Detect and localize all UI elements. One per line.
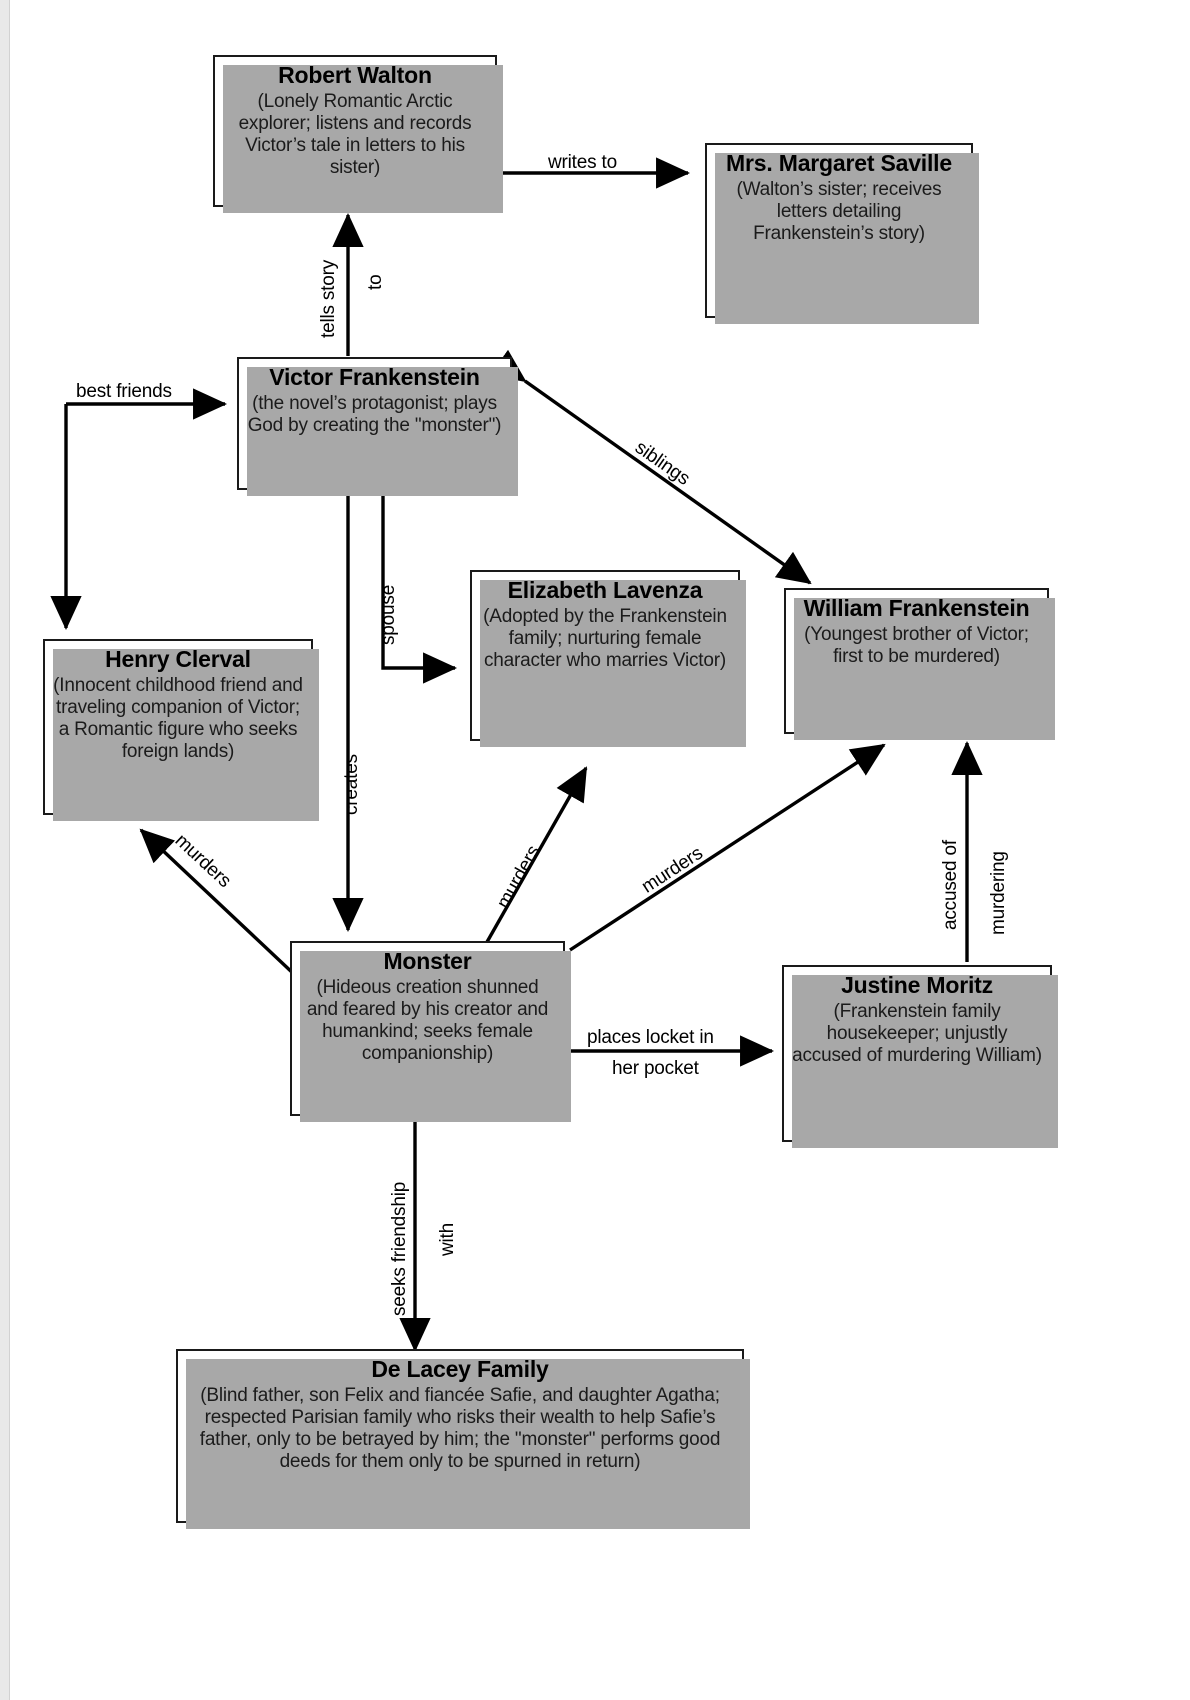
node-justine-moritz[interactable]: Justine Moritz (Frankenstein family hous… (782, 965, 1058, 1148)
node-monster[interactable]: Monster (Hideous creation shunned and fe… (290, 941, 571, 1122)
edge-monster-murders-william (569, 743, 886, 952)
node-description: (Frankenstein family housekeeper; unjust… (792, 1000, 1042, 1066)
edge-monster-murders-clerval (139, 828, 298, 978)
node-title: Monster (383, 948, 472, 974)
edge-label-tells-story: tells story (318, 259, 339, 338)
edge-label-writes-to: writes to (548, 152, 617, 173)
edge-label-her-pocket: her pocket (612, 1058, 699, 1079)
node-margaret-saville[interactable]: Mrs. Margaret Saville (Walton’s sister; … (705, 143, 979, 324)
node-title: Victor Frankenstein (269, 364, 480, 390)
edge-label-places-locket: places locket in (587, 1027, 714, 1048)
node-henry-clerval[interactable]: Henry Clerval (Innocent childhood friend… (43, 639, 319, 821)
edge-label-siblings: siblings (630, 437, 694, 490)
edge-label-murdering: murdering (988, 851, 1009, 935)
node-title: Justine Moritz (841, 972, 993, 998)
node-victor-frankenstein[interactable]: Victor Frankenstein (the novel’s protago… (237, 357, 518, 496)
node-description: (the novel’s protagonist; plays God by c… (247, 392, 502, 436)
page-edge-strip (0, 0, 10, 1700)
node-elizabeth-lavenza[interactable]: Elizabeth Lavenza (Adopted by the Franke… (470, 570, 746, 747)
edge-label-tells-story-to: to (365, 274, 386, 290)
edge-label-best-friends: best friends (76, 381, 172, 402)
edge-label-spouse: spouse (378, 584, 399, 645)
node-description: (Youngest brother of Victor; first to be… (804, 623, 1029, 667)
node-title: Mrs. Margaret Saville (726, 150, 952, 176)
node-title: Elizabeth Lavenza (507, 577, 703, 603)
node-description: (Lonely Romantic Arctic explorer; listen… (238, 90, 472, 178)
node-de-lacey-family[interactable]: De Lacey Family (Blind father, son Felix… (176, 1349, 750, 1529)
node-title: De Lacey Family (371, 1356, 549, 1382)
edge-label-creates: creates (341, 754, 362, 815)
edge-label-accused-of: accused of (940, 840, 961, 930)
node-robert-walton[interactable]: Robert Walton (Lonely Romantic Arctic ex… (213, 55, 503, 213)
node-description: (Adopted by the Frankenstein family; nur… (483, 605, 727, 671)
node-description: (Blind father, son Felix and fiancée Saf… (199, 1384, 721, 1472)
node-description: (Walton’s sister; receives letters detai… (736, 178, 942, 244)
node-description: (Hideous creation shunned and feared by … (306, 976, 549, 1064)
edge-label-murders-william: murders (638, 842, 707, 898)
node-title: Henry Clerval (105, 646, 251, 672)
edge-label-murders-clerval: murders (170, 830, 235, 892)
edge-label-murders-elizabeth: murders (493, 842, 545, 913)
edge-label-seeks-friendship: seeks friendship (389, 1181, 410, 1316)
node-title: Robert Walton (278, 62, 432, 88)
node-title: William Frankenstein (803, 595, 1030, 621)
edge-victor-to-william (489, 349, 812, 585)
edge-victor-to-clerval (50, 388, 228, 631)
node-description: (Innocent childhood friend and traveling… (53, 674, 303, 762)
node-william-frankenstein[interactable]: William Frankenstein (Youngest brother o… (784, 588, 1055, 740)
edge-label-with: with (437, 1223, 458, 1256)
